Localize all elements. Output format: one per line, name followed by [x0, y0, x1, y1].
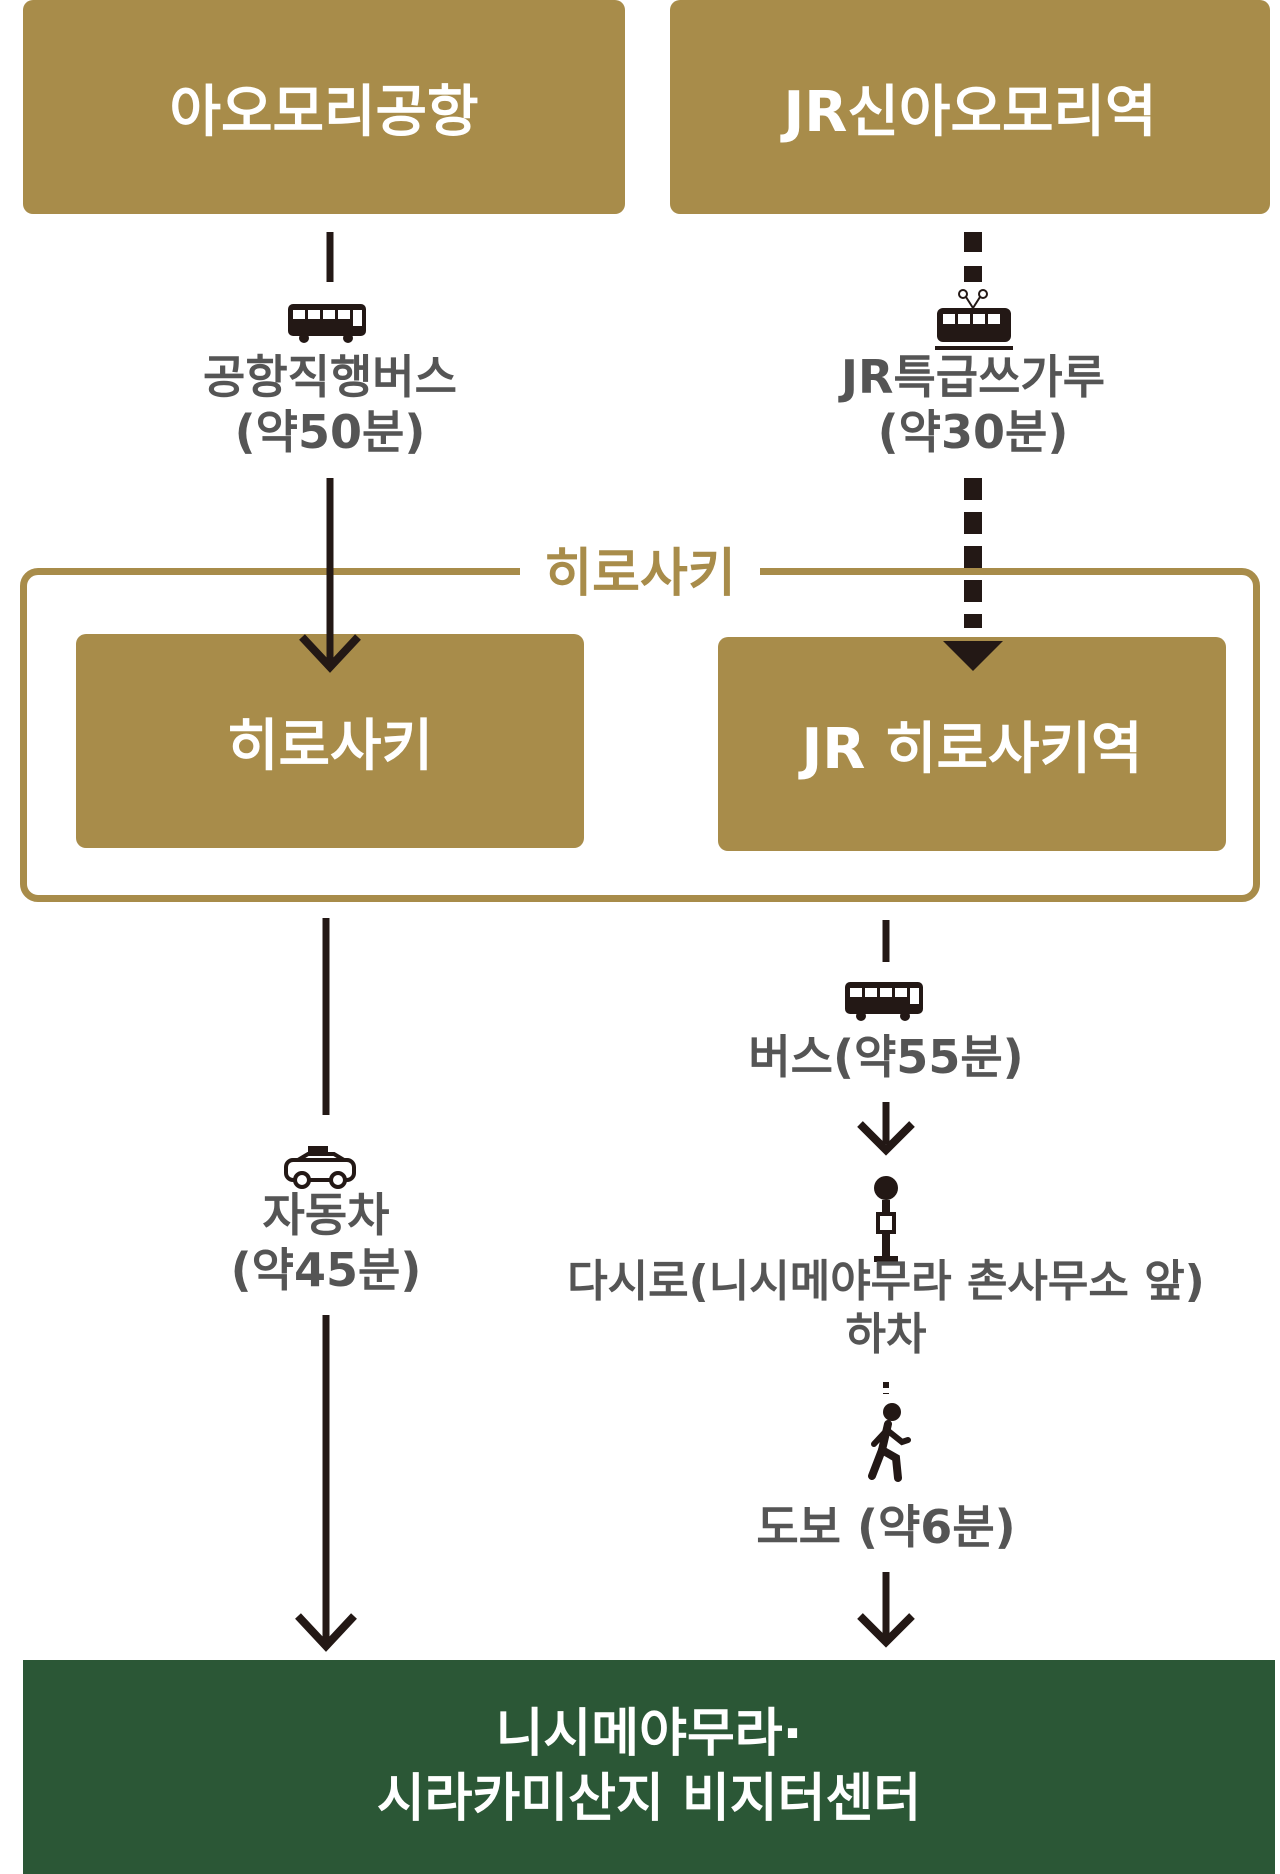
bus-icon-2 — [845, 982, 923, 1021]
jr-express-label: JR특급쓰가루 (약30분) — [800, 350, 1146, 460]
origin-airport: 아오모리공항 — [23, 0, 625, 214]
car-label: 자동차 (약45분) — [186, 1188, 466, 1298]
jr-express-label-line2: (약30분) — [877, 405, 1069, 460]
bus-stop-icon — [874, 1176, 898, 1262]
origin-airport-label: 아오모리공항 — [169, 79, 479, 145]
destination-line2: 시라카미산지 비지터센터 — [376, 1769, 922, 1829]
destination-box: 니시메야무라· 시라카미산지 비지터센터 — [23, 1660, 1275, 1874]
walk-arrowhead — [857, 1613, 915, 1648]
car-arrowhead — [295, 1613, 357, 1652]
bus-stop-label-line2: 하차 — [845, 1308, 927, 1360]
car-label-line2: (약45분) — [230, 1243, 422, 1298]
hirosaki-group-title: 히로사키 — [520, 530, 760, 606]
train-icon — [935, 289, 1013, 350]
bus-stop-label: 다시로(니시메야무라 촌사무소 앞) 하차 — [510, 1256, 1262, 1362]
airport-bus-label: 공항직행버스 (약50분) — [160, 350, 500, 460]
destination-line1: 니시메야무라· — [495, 1704, 803, 1764]
jr-express-arrowhead — [943, 641, 1003, 671]
hirosaki-node-label: 히로사키 — [226, 713, 434, 779]
bus-label: 버스(약55분) — [748, 1030, 1024, 1084]
jr-hirosaki-node: JR 히로사키역 — [718, 637, 1226, 851]
bus-arrowhead — [857, 1121, 915, 1156]
walking-person-icon — [868, 1403, 911, 1482]
origin-station: JR신아오모리역 — [670, 0, 1270, 214]
jr-express-label-line1: JR특급쓰가루 — [840, 350, 1106, 404]
jr-hirosaki-node-label: JR 히로사키역 — [801, 716, 1143, 782]
airport-bus-arrowhead — [299, 634, 361, 673]
walk-label: 도보 (약6분) — [756, 1500, 1016, 1554]
bus-icon — [288, 304, 366, 343]
car-label-line1: 자동차 — [262, 1188, 390, 1242]
bus-stop-label-line1: 다시로(니시메야무라 촌사무소 앞) — [567, 1256, 1205, 1307]
airport-bus-label-line2: (약50분) — [234, 405, 426, 460]
taxi-icon — [284, 1146, 356, 1189]
airport-bus-label-line1: 공항직행버스 — [203, 350, 457, 404]
origin-station-label: JR신아오모리역 — [783, 79, 1157, 145]
